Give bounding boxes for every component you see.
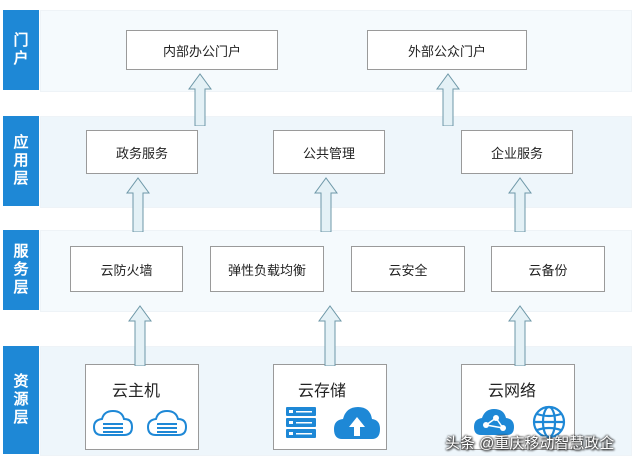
cloud-network-box: 云网络 — [461, 364, 575, 450]
internal-portal-box: 内部办公门户 — [126, 30, 278, 70]
arrow-service-to-gov — [126, 177, 150, 232]
server-rack-icon — [286, 407, 316, 438]
cloud-host-box: 云主机 — [85, 364, 199, 450]
layer-label-resource: 资源层 — [3, 346, 39, 454]
layer-label-portal: 门户 — [3, 10, 39, 90]
arrow-service-to-enterprise — [508, 177, 532, 232]
arrow-service-to-public — [314, 177, 338, 232]
arrow-app-to-internal-portal — [188, 73, 212, 126]
layer-label-application: 应用层 — [3, 116, 39, 206]
layer-label-service: 服务层 — [3, 230, 39, 310]
arrow-resource-to-firewall — [128, 305, 152, 366]
arrow-resource-to-load-balance — [318, 305, 342, 366]
cloud-stack-icon — [92, 409, 134, 436]
arrow-app-to-external-portal — [436, 73, 460, 126]
cloud-host-label: 云主机 — [112, 383, 161, 400]
cloud-storage-box: 云存储 — [273, 364, 387, 450]
cloud-stack-icon — [146, 409, 188, 436]
enterprise-service-box: 企业服务 — [461, 130, 573, 174]
gov-service-box: 政务服务 — [86, 130, 198, 174]
cloud-upload-icon — [334, 407, 380, 439]
globe-icon — [532, 405, 566, 439]
cloud-network-icon — [474, 409, 514, 435]
load-balance-box: 弹性负载均衡 — [210, 246, 324, 292]
arrow-resource-to-backup — [508, 305, 532, 366]
cloud-storage-icons — [286, 407, 380, 439]
external-portal-box: 外部公众门户 — [367, 30, 527, 70]
watermark: 头条 @重庆移动智慧政企 — [445, 435, 615, 452]
cloud-host-icons — [92, 409, 188, 436]
backup-box: 云备份 — [491, 246, 605, 292]
cloud-network-label: 云网络 — [488, 383, 537, 400]
cloud-network-icons — [474, 405, 566, 439]
security-box: 云安全 — [351, 246, 465, 292]
firewall-box: 云防火墙 — [70, 246, 183, 292]
cloud-storage-label: 云存储 — [298, 383, 347, 400]
public-mgmt-box: 公共管理 — [273, 130, 385, 174]
